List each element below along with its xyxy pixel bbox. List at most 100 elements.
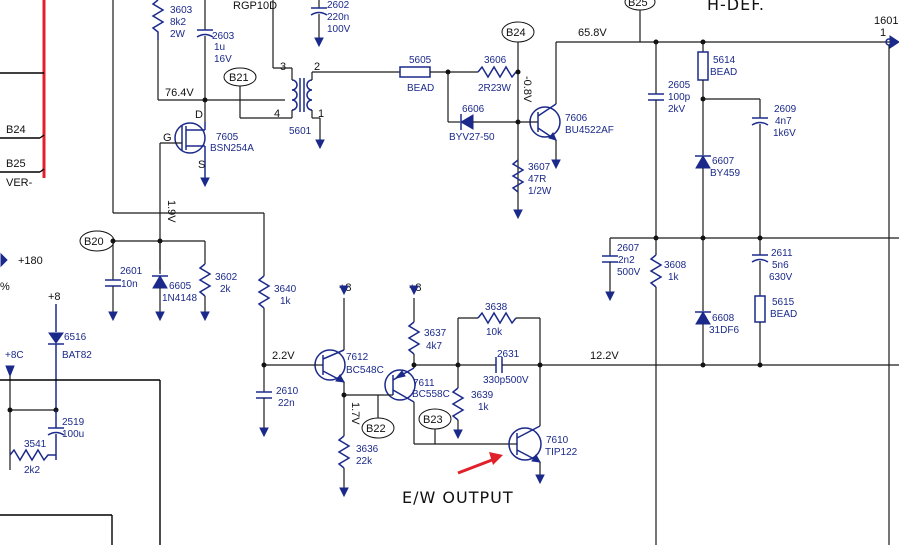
label-5614: 5614 bbox=[713, 55, 736, 66]
value-5614: BEAD bbox=[710, 67, 737, 78]
rating-2611: 630V bbox=[769, 272, 793, 283]
value-3640: 1k bbox=[280, 296, 292, 307]
label-3606: 3606 bbox=[484, 55, 507, 66]
label-7612: 7612 bbox=[346, 352, 369, 363]
label-5605: 5605 bbox=[409, 55, 432, 66]
output-stage: 65.8V B25 H-DEF. 1601 1 2605 100p 2kV 36… bbox=[540, 0, 899, 545]
title-hdef: H-DEF. bbox=[707, 0, 765, 14]
bubble-b22-text: B22 bbox=[366, 423, 386, 435]
label-3637: 3637 bbox=[424, 328, 447, 339]
value-2631: 330p500V bbox=[483, 375, 529, 386]
label-rgp10d: RGP10D bbox=[233, 0, 277, 12]
value-2601: 10n bbox=[121, 279, 138, 290]
label-2602: 2602 bbox=[327, 0, 350, 11]
rating-2605: 2kV bbox=[668, 104, 686, 115]
caption-ew-output: E/W OUTPUT bbox=[402, 488, 514, 507]
value-6607: BY459 bbox=[710, 168, 740, 179]
value-3541: 2k2 bbox=[24, 465, 41, 476]
bubble-b24-text: B24 bbox=[506, 27, 526, 39]
left-label-ver: VER- bbox=[6, 177, 33, 189]
label-6607: 6607 bbox=[712, 156, 735, 167]
rail-plus8c: +8C bbox=[5, 350, 24, 361]
label-2601: 2601 bbox=[120, 266, 143, 277]
voltage-neg08v: -0.8V bbox=[521, 76, 533, 103]
value-7612: BC548C bbox=[346, 365, 384, 376]
label-3636: 3636 bbox=[356, 444, 379, 455]
bubble-b20-text: B20 bbox=[84, 236, 104, 248]
value-7606: BU4522AF bbox=[565, 125, 614, 136]
label-2607: 2607 bbox=[617, 243, 640, 254]
bubble-b23-text: B23 bbox=[423, 414, 443, 426]
rating-3607: 1/2W bbox=[528, 186, 552, 197]
value-7610: TIP122 bbox=[545, 447, 578, 458]
voltage-658v: 65.8V bbox=[578, 27, 607, 39]
rating-2609: 1k6V bbox=[773, 128, 796, 139]
value-2605: 100p bbox=[668, 92, 691, 103]
label-3603: 3603 bbox=[170, 5, 193, 16]
label-7606: 7606 bbox=[565, 113, 588, 124]
label-3608: 3608 bbox=[664, 260, 687, 271]
connector-ref: 1601 bbox=[874, 15, 898, 27]
label-3602: 3602 bbox=[215, 272, 238, 283]
left-label-b24: B24 bbox=[6, 124, 26, 136]
input-stage: 3603 8k2 2W 2603 1u 16V 76.4V RGP10D G D… bbox=[112, 0, 285, 270]
label-7605: 7605 bbox=[216, 132, 239, 143]
plus180-arrow-icon bbox=[0, 252, 8, 268]
left-label-b25: B25 bbox=[6, 158, 26, 170]
label-3541: 3541 bbox=[24, 439, 47, 450]
pin-g: G bbox=[163, 132, 172, 144]
value-2519: 100u bbox=[62, 429, 84, 440]
left-label-pct: % bbox=[0, 281, 10, 293]
value-3608: 1k bbox=[668, 272, 680, 283]
voltage-22v: 2.2V bbox=[272, 350, 295, 362]
rating-3603: 2W bbox=[170, 29, 186, 40]
rating-3606: 3W bbox=[496, 83, 512, 94]
value-5605: BEAD bbox=[407, 83, 434, 94]
label-6516: 6516 bbox=[64, 332, 87, 343]
value-6516: BAT82 bbox=[62, 350, 92, 361]
voltage-17v: 1.7V bbox=[349, 402, 361, 425]
left-panel: B24 B25 VER- +180 % +8 6516 BAT82 +8C 25… bbox=[0, 0, 161, 545]
rating-2603: 16V bbox=[214, 54, 232, 65]
rail-plus8-d: +8 bbox=[48, 291, 61, 303]
label-3639: 3639 bbox=[471, 390, 494, 401]
value-3603: 8k2 bbox=[170, 17, 187, 28]
label-3607: 3607 bbox=[528, 162, 551, 173]
voltage-76v: 76.4V bbox=[165, 87, 194, 99]
transformer-5601: 3 2 4 1 5601 2602 220n 100V bbox=[240, 0, 400, 150]
value-6605: 1N4148 bbox=[162, 293, 197, 304]
label-5601: 5601 bbox=[289, 126, 312, 137]
label-6605: 6605 bbox=[169, 281, 192, 292]
label-2609: 2609 bbox=[774, 104, 797, 115]
left-label-plus180: +180 bbox=[18, 255, 43, 267]
value-5615: BEAD bbox=[770, 309, 797, 320]
value-3639: 1k bbox=[478, 402, 490, 413]
voltage-122v: 12.2V bbox=[590, 350, 619, 362]
value-3638: 10k bbox=[486, 327, 503, 338]
value-2607: 2n2 bbox=[618, 255, 635, 266]
value-2609: 4n7 bbox=[775, 116, 792, 127]
value-3637: 4k7 bbox=[426, 341, 443, 352]
label-6606: 6606 bbox=[462, 104, 485, 115]
label-2605: 2605 bbox=[668, 80, 691, 91]
rating-2602: 100V bbox=[327, 24, 351, 35]
bubble-b21-text: B21 bbox=[229, 72, 249, 84]
value-3607: 47R bbox=[528, 174, 546, 185]
bubble-b25-text: B25 bbox=[628, 0, 648, 9]
label-3640: 3640 bbox=[274, 284, 297, 295]
ew-output-stage: +8 7612 BC548C 1.7V 3636 22k B22 +8 3637… bbox=[314, 282, 578, 507]
connector-pin: 1 bbox=[880, 27, 886, 39]
value-6608: 31DF6 bbox=[709, 325, 739, 336]
value-2611: 5n6 bbox=[772, 260, 789, 271]
bubble-b25 bbox=[624, 0, 656, 11]
label-2611: 2611 bbox=[771, 248, 793, 259]
pin-d: D bbox=[195, 109, 203, 121]
driver-stage: 5605 BEAD 3606 2R2 3W 6606 BYV27-50 B24 … bbox=[399, 21, 614, 220]
value-2602: 220n bbox=[327, 12, 349, 23]
label-3638: 3638 bbox=[485, 302, 508, 313]
label-6608: 6608 bbox=[712, 313, 735, 324]
value-7605: BSN254A bbox=[210, 143, 254, 154]
value-3636: 22k bbox=[356, 456, 373, 467]
tx-pin1: 1 bbox=[318, 108, 324, 120]
